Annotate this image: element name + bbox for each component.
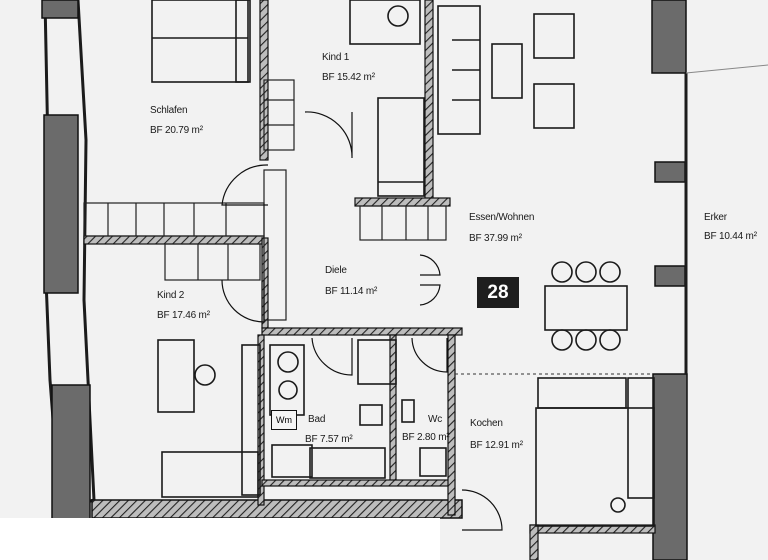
room-kind1-name: Kind 1 — [322, 52, 350, 63]
blank-overlay — [0, 518, 440, 560]
room-essen-name: Essen/Wohnen — [469, 212, 535, 223]
unit-number-badge: 28 — [477, 277, 519, 308]
room-erker-name: Erker — [704, 212, 727, 223]
furniture — [151, 0, 655, 527]
room-erker-area: BF 10.44 m² — [704, 231, 757, 242]
exterior-walls — [41, 0, 768, 560]
room-wc-name: Wc — [428, 414, 443, 425]
room-kind1-area: BF 15.42 m² — [322, 72, 375, 83]
room-bad-name: Bad — [308, 414, 326, 425]
room-wc-area: BF 2.80 m² — [402, 432, 450, 443]
room-bad-area: BF 7.57 m² — [305, 434, 353, 445]
room-essen-area: BF 37.99 m² — [469, 233, 522, 244]
room-schlafen-name: Schlafen — [150, 105, 188, 116]
room-kind2-name: Kind 2 — [157, 290, 185, 301]
door-swings — [221, 111, 503, 531]
room-schlafen-area: BF 20.79 m² — [150, 125, 203, 136]
room-diele-area: BF 11.14 m² — [325, 286, 378, 297]
room-kochen-name: Kochen — [470, 418, 503, 429]
closets — [83, 79, 447, 321]
washer-label: Wm — [271, 410, 297, 430]
room-kochen-area: BF 12.91 m² — [470, 440, 523, 451]
room-kind2-area: BF 17.46 m² — [157, 310, 210, 321]
room-diele-name: Diele — [325, 265, 347, 276]
